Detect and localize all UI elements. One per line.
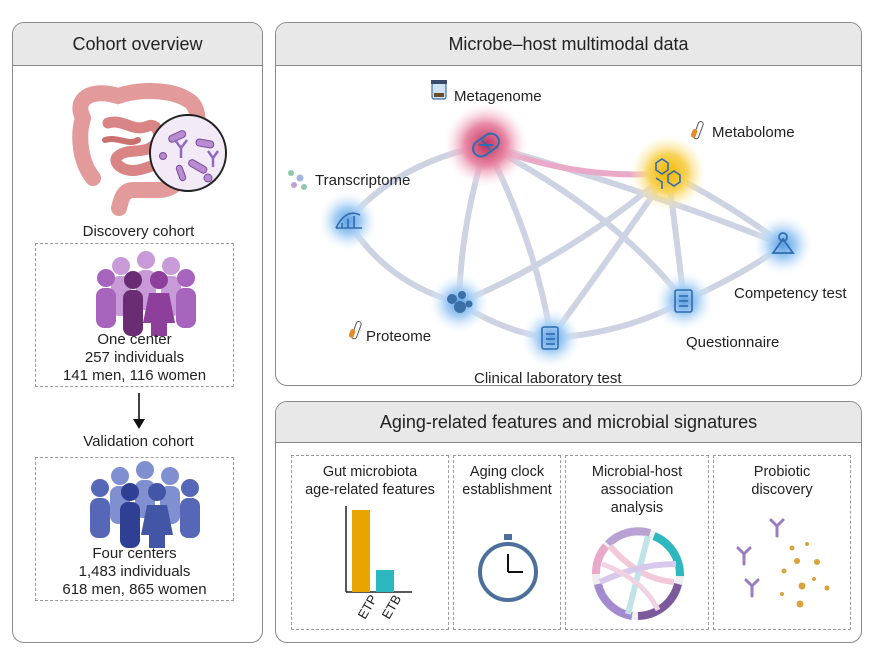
competency-label: Competency test: [734, 285, 847, 302]
association-line-1: Microbial-host: [591, 464, 683, 480]
aging-panel: Aging-related features and microbial sig…: [275, 401, 862, 643]
sample-jar-icon: [431, 80, 447, 100]
discovery-line-2: 257 individuals: [84, 349, 185, 366]
cohort-overview-header: Cohort overview: [13, 23, 262, 66]
bar-etp: [352, 510, 370, 592]
association-line-2: association: [600, 482, 674, 498]
clock-icon: [478, 534, 538, 602]
probiotic-line-1: Probiotic: [753, 464, 811, 480]
metabolite-icon: [655, 158, 681, 189]
gut-features-line-1: Gut microbiota: [322, 464, 418, 480]
cohort-overview-title: Cohort overview: [72, 34, 203, 54]
bar-label-etp: ETP: [355, 592, 381, 621]
probiotic-icon: [736, 518, 830, 608]
metabolome-label: Metabolome: [712, 124, 795, 141]
metagenome-label: Metagenome: [454, 88, 542, 105]
proteome-label: Proteome: [366, 328, 432, 345]
validation-line-3: 618 men, 865 women: [62, 581, 207, 598]
discovery-line-1: One center: [97, 331, 172, 348]
probiotic-line-2: discovery: [751, 482, 813, 498]
competency-icon: [771, 232, 795, 254]
discovery-cohort-label: Discovery cohort: [82, 223, 195, 240]
clinical-node: [521, 308, 581, 368]
multimodal-panel: Microbe–host multimodal data: [275, 22, 862, 386]
multimodal-network: [288, 80, 813, 368]
bar-label-etb: ETB: [379, 592, 405, 621]
discovery-people-icon: [96, 251, 196, 336]
etp-etb-bar-chart: ETP ETB: [345, 506, 412, 622]
multimodal-title: Microbe–host multimodal data: [448, 34, 689, 54]
validation-line-1: Four centers: [92, 545, 177, 562]
association-line-3: analysis: [610, 500, 664, 516]
validation-people-icon: [90, 461, 200, 548]
clipboard-icon: [541, 326, 559, 350]
intestine-icon: [72, 83, 227, 216]
discovery-cohort-box: [35, 243, 234, 387]
discovery-line-3: 141 men, 116 women: [62, 367, 207, 384]
metabolome-node: [630, 135, 706, 211]
validation-cohort-label: Validation cohort: [83, 433, 194, 450]
protein-icon: [447, 291, 473, 313]
aging-header: Aging-related features and microbial sig…: [276, 402, 861, 443]
gut-features-box: Gut microbiota age-related features ETP …: [291, 455, 449, 630]
multimodal-header: Microbe–host multimodal data: [276, 23, 861, 66]
bar-etb: [376, 570, 394, 592]
aging-title: Aging-related features and microbial sig…: [379, 412, 758, 432]
rna-icon: [335, 212, 362, 229]
probiotic-box: Probiotic discovery: [713, 455, 851, 630]
validation-cohort-box: [35, 457, 234, 601]
aging-clock-line-2: establishment: [462, 482, 552, 498]
questionnaire-label: Questionnaire: [686, 334, 780, 351]
aging-clock-line-1: Aging clock: [469, 464, 545, 480]
rna-cluster-icon: [288, 170, 307, 190]
gut-features-line-2: age-related features: [305, 482, 435, 498]
cohort-overview-panel: Cohort overview Discovery cohort: [12, 22, 263, 643]
questionnaire-icon: [674, 289, 693, 313]
test-tube-icon-proteome: [348, 321, 362, 340]
bacterium-icon: [472, 132, 500, 158]
chord-diagram-icon: [592, 527, 684, 620]
aging-clock-box: Aging clock establishment: [453, 455, 561, 630]
validation-line-2: 1,483 individuals: [78, 563, 191, 580]
down-arrow-icon: [133, 393, 145, 429]
competency-node: [753, 215, 813, 275]
test-tube-icon-metabolome: [690, 121, 704, 140]
association-box: Microbial-host association analysis: [565, 455, 709, 630]
transcriptome-label: Transcriptome: [315, 172, 411, 189]
clinical-label: Clinical laboratory test: [474, 370, 622, 386]
